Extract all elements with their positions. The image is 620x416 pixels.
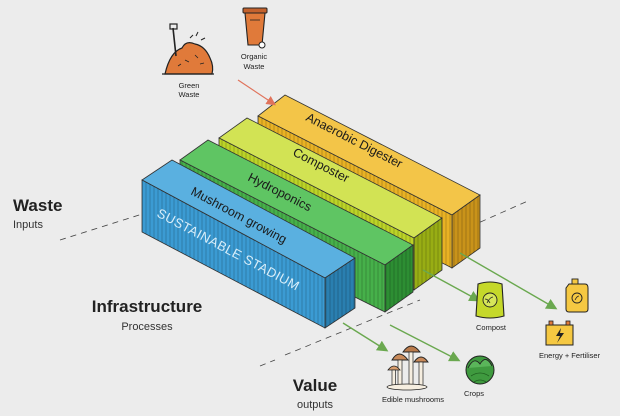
mushrooms-icon	[386, 345, 429, 391]
output-label-mushrooms: Edible mushrooms	[382, 395, 444, 404]
section-title-infrastructure: Infrastructure	[92, 297, 203, 316]
input-label-green-line1: Green	[179, 81, 200, 90]
compost-bag-icon	[475, 281, 505, 319]
separator-infrastructure-left	[259, 359, 276, 367]
lettuce-icon	[465, 355, 495, 385]
input-arrow	[237, 79, 276, 106]
input-label-organic-line1: Organic	[241, 52, 268, 61]
output-arrow-crops	[389, 324, 461, 362]
section-subtitle-infrastructure: Processes	[121, 321, 173, 333]
wheelie-bin-icon	[242, 7, 268, 49]
separator-infrastructure	[284, 299, 421, 356]
output-arrow-mushrooms	[342, 322, 389, 352]
section-title-waste: Waste	[13, 196, 62, 215]
output-label-compost: Compost	[476, 323, 507, 332]
section-subtitle-value: outputs	[297, 399, 334, 411]
compost-pile-icon	[162, 23, 214, 75]
output-arrow-energy	[459, 252, 558, 310]
output-arrow-compost	[422, 269, 481, 302]
output-label-crops: Crops	[464, 389, 484, 398]
input-label-organic-line2: Waste	[244, 62, 265, 71]
section-title-value: Value	[293, 376, 337, 395]
container-mushroom-growing: Mushroom growing SUSTAINABLE STADIUM	[141, 159, 356, 329]
section-subtitle-waste: Inputs	[13, 219, 43, 231]
output-label-energy: Energy + Fertiliser	[539, 351, 601, 360]
separator-waste	[59, 209, 156, 241]
input-label-green-line2: Waste	[179, 90, 200, 99]
fuel-can-and-battery-icon	[545, 278, 589, 346]
